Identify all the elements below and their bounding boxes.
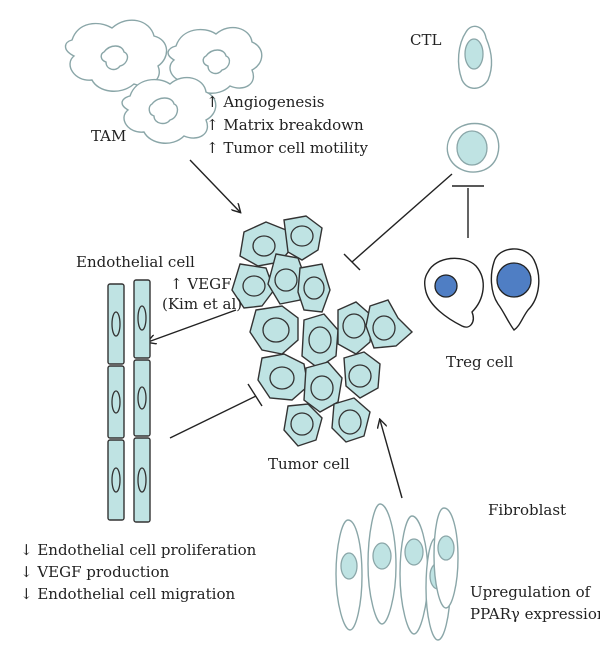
tam-effect-tumor-motility: ↑ Tumor cell motility [206,139,369,157]
treg-inhibits-ctl-link [452,185,484,238]
pparg-question-line2: PPARγ expression? [470,605,600,623]
vegf-effect-label: ↑ VEGF [170,275,232,293]
treg-nucleus [434,274,458,298]
endothelial-inhibits-tumor-link [169,383,263,439]
tumor-cell-cluster [231,215,414,447]
pparg-question-line1: Upregulation of [470,583,591,601]
tam-label: TAM [91,127,127,145]
endothelial-effect-proliferation: ↓ Endothelial cell proliferation [20,541,257,559]
ctl-label: CTL [410,31,442,49]
tam-effect-angiogenesis: ↑ Angiogenesis [206,93,325,111]
endothelial-effect-migration: ↓ Endothelial cell migration [20,585,236,603]
vegf-citation-label: (Kim et al) [162,295,243,313]
fibroblast-label: Fibroblast [488,501,567,519]
ctl-inhibits-tumor-link [343,173,453,271]
ctl-cells [446,25,500,173]
tam-macrophages [64,19,263,144]
treg-nucleus [496,262,532,298]
endothelial-cells [107,279,151,523]
fibroblasts [335,503,459,641]
tumor-cell-label: Tumor cell [268,455,350,473]
endothelial-effect-vegf: ↓ VEGF production [20,563,170,581]
tam-to-tumor-arrow [189,159,240,212]
fibroblast-to-tumor-arrow [380,420,403,499]
endothelial-cell-label: Endothelial cell [76,253,195,271]
treg-cells [423,248,540,331]
tam-effect-matrix-breakdown: ↑ Matrix breakdown [206,116,364,134]
tumor-to-endothelial-arrow [148,309,237,342]
treg-cell-label: Treg cell [446,353,514,371]
